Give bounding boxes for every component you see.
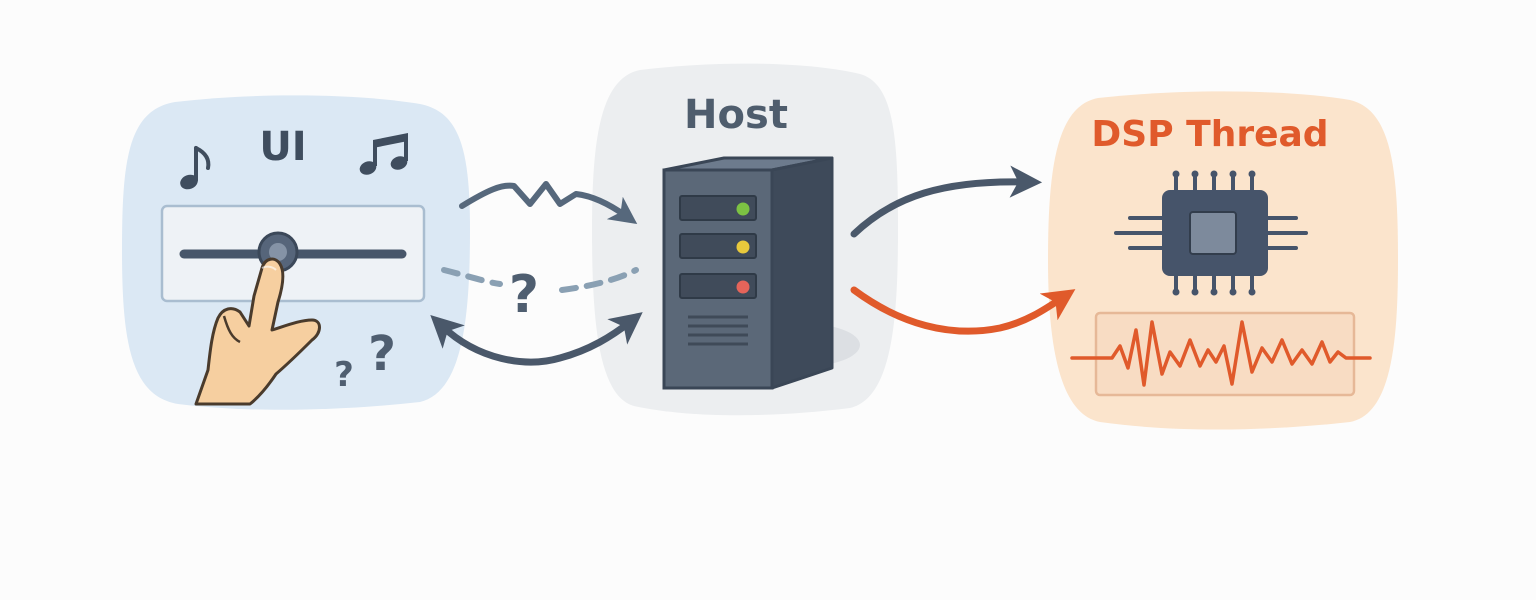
slider-icon	[160, 204, 426, 303]
bidirectional-arrow	[430, 312, 643, 366]
host-panel: Host	[592, 63, 898, 416]
host-to-dsp-audio-arrow	[850, 286, 1076, 335]
ui-panel: UI ? ?	[122, 95, 470, 410]
beamed-notes-icon	[359, 133, 408, 175]
pointing-hand-icon	[194, 257, 321, 406]
host-to-dsp-arrow	[850, 165, 1043, 238]
waveform-icon	[1070, 311, 1372, 397]
host-panel-title: Host	[684, 92, 788, 138]
question-mark: ?	[334, 355, 354, 395]
drive-bay	[679, 233, 757, 259]
ui-panel-title: UI	[259, 124, 306, 170]
drive-bay	[679, 195, 757, 221]
cpu-chip-icon	[1114, 170, 1308, 296]
dashed-uncertain-link	[441, 267, 503, 287]
eighth-note-icon	[180, 146, 211, 190]
status-light	[736, 280, 750, 294]
server-tower-icon	[662, 156, 860, 390]
dsp-panel: DSP Thread	[1048, 91, 1398, 430]
zigzag-arrow	[459, 181, 638, 225]
dashed-uncertain-link	[559, 267, 639, 293]
dsp-panel-title: DSP Thread	[1091, 114, 1328, 155]
drive-bay	[679, 273, 757, 299]
status-light	[736, 240, 750, 254]
question-mark: ?	[368, 326, 396, 382]
dashed-link-question-mark: ?	[509, 265, 539, 325]
status-light	[736, 202, 750, 216]
